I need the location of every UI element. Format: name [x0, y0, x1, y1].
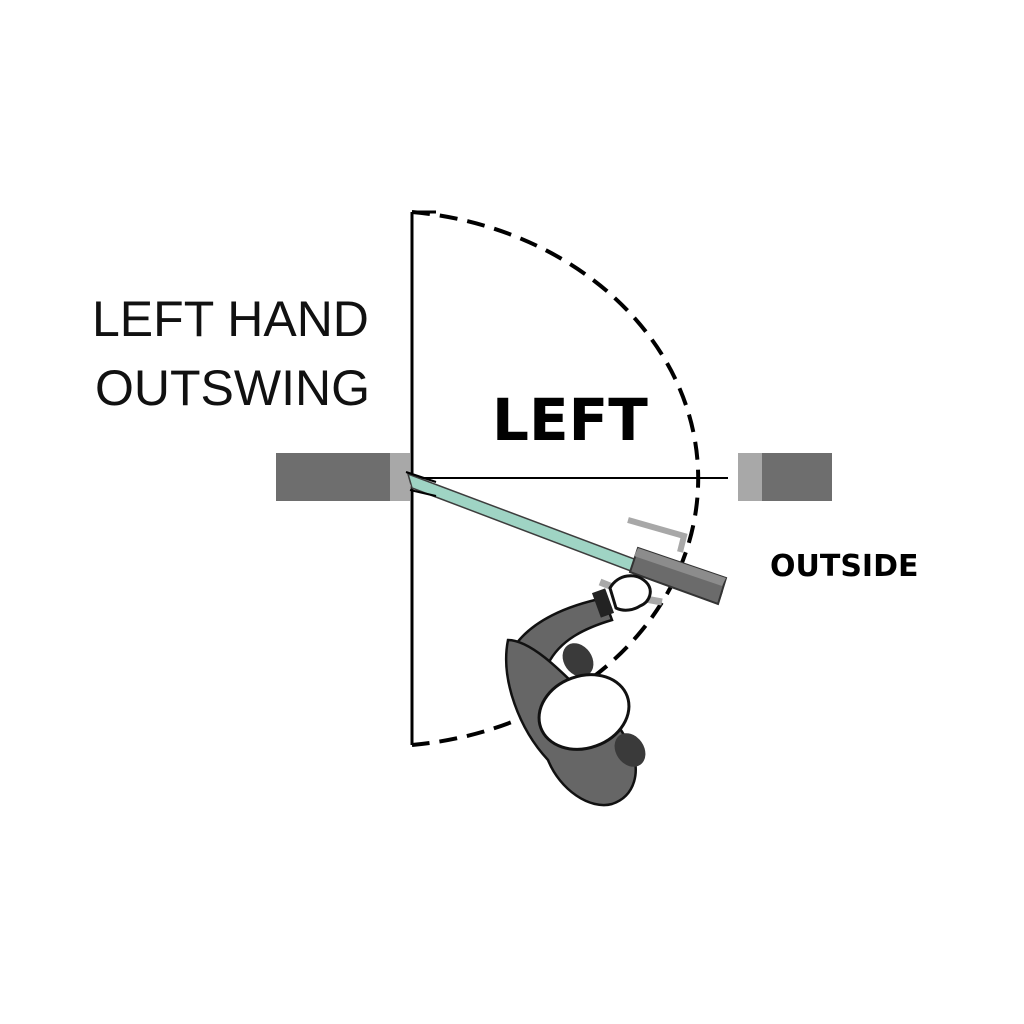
- title-line-1: LEFT HAND: [92, 291, 369, 347]
- swing-direction-label: LEFT: [492, 386, 648, 454]
- right-jamb: [738, 453, 762, 501]
- person-pushing-door-icon: [504, 574, 652, 807]
- left-wall: [276, 453, 410, 501]
- side-label: OUTSIDE: [770, 549, 919, 584]
- left-jamb: [390, 453, 410, 501]
- title-line-2: OUTSWING: [95, 360, 370, 416]
- right-wall: [738, 453, 832, 501]
